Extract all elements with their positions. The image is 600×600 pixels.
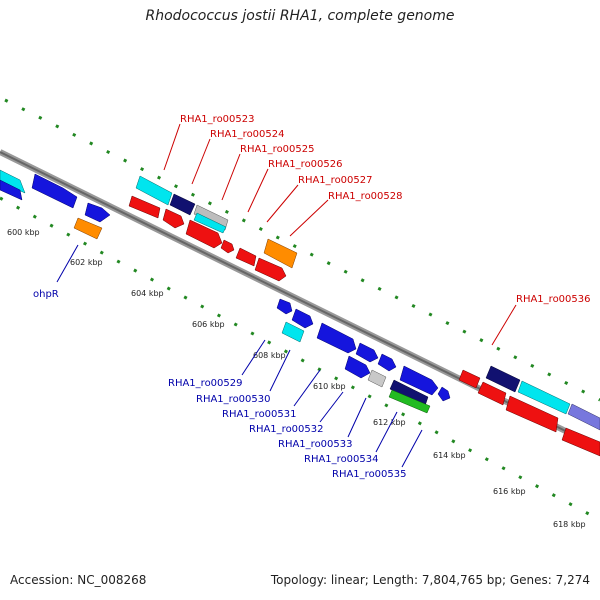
gene-block[interactable] — [135, 175, 173, 206]
gene-block[interactable] — [185, 219, 223, 249]
gene-block[interactable] — [355, 342, 379, 363]
genome-summary-text: Topology: linear; Length: 7,804,765 bp; … — [270, 573, 590, 587]
tick-label-614: 614 kbp — [433, 451, 466, 460]
tick-label-602: 602 kbp — [70, 258, 103, 267]
map-title: Rhodococcus jostii RHA1, complete genome — [145, 8, 455, 24]
gene-label-ro00524[interactable]: RHA1_ro00524 — [210, 129, 285, 140]
tick-label-610: 610 kbp — [313, 382, 346, 391]
gene-label-ro00525[interactable]: RHA1_ro00525 — [240, 144, 315, 155]
tick-label-606: 606 kbp — [192, 320, 225, 329]
tick-label-616: 616 kbp — [493, 487, 526, 496]
gene-block[interactable] — [567, 403, 600, 431]
gene-block[interactable] — [0, 169, 26, 194]
gene-label-ro00536[interactable]: RHA1_ro00536 — [516, 294, 591, 305]
gene-block[interactable] — [254, 257, 287, 282]
gene-block[interactable] — [281, 321, 305, 343]
tick-label-612: 612 kbp — [373, 418, 406, 427]
gene-block[interactable] — [84, 202, 111, 223]
gene-label-ro00528[interactable]: RHA1_ro00528 — [328, 191, 403, 202]
tick-label-604: 604 kbp — [131, 289, 164, 298]
gene-label-ohpR[interactable]: ohpR — [33, 289, 59, 300]
gene-label-ro00526[interactable]: RHA1_ro00526 — [268, 159, 343, 170]
gene-block[interactable] — [399, 365, 439, 396]
gene-block[interactable] — [344, 355, 371, 379]
gene-label-ro00530[interactable]: RHA1_ro00530 — [196, 394, 271, 405]
gene-block[interactable] — [193, 212, 227, 234]
gene-block[interactable] — [31, 173, 78, 209]
gene-block[interactable] — [377, 353, 397, 372]
gene-block[interactable] — [388, 389, 431, 414]
tick-label-618: 618 kbp — [553, 520, 586, 529]
lower-scale-dots — [0, 196, 600, 522]
top-gene-labels: RHA1_ro00523 RHA1_ro00524 RHA1_ro00525 R… — [163, 114, 591, 346]
gene-block[interactable] — [276, 298, 293, 315]
tick-label-600: 600 kbp — [7, 228, 40, 237]
gene-label-ro00523[interactable]: RHA1_ro00523 — [180, 114, 255, 125]
gene-block[interactable] — [437, 386, 451, 402]
gene-block[interactable] — [505, 395, 559, 433]
accession-text: Accession: NC_008268 — [10, 573, 147, 587]
gene-block[interactable] — [162, 208, 185, 229]
tick-label-608: 608 kbp — [253, 351, 286, 360]
gene-label-ro00529[interactable]: RHA1_ro00529 — [168, 378, 243, 389]
gene-block[interactable] — [0, 179, 23, 201]
bottom-gene-labels: ohpR RHA1_ro00529 RHA1_ro00530 RHA1_ro00… — [33, 244, 423, 480]
gene-block[interactable] — [128, 195, 161, 219]
gene-block[interactable] — [220, 239, 235, 254]
gene-label-ro00534[interactable]: RHA1_ro00534 — [304, 454, 379, 465]
gene-block[interactable] — [235, 247, 257, 267]
gene-label-ro00531[interactable]: RHA1_ro00531 — [222, 409, 297, 420]
gene-block[interactable] — [517, 380, 571, 415]
gene-label-ro00527[interactable]: RHA1_ro00527 — [298, 175, 373, 186]
gene-block[interactable] — [316, 322, 357, 354]
gene-block[interactable] — [367, 369, 387, 388]
gene-block[interactable] — [561, 427, 600, 457]
gene-block[interactable] — [458, 369, 481, 389]
gene-block[interactable] — [477, 381, 507, 406]
gene-block[interactable] — [169, 193, 196, 216]
gene-label-ro00532[interactable]: RHA1_ro00532 — [249, 424, 324, 435]
gene-block[interactable] — [263, 238, 298, 269]
gene-label-ro00533[interactable]: RHA1_ro00533 — [278, 439, 353, 450]
gene-block[interactable] — [73, 217, 103, 240]
gene-block[interactable] — [291, 308, 314, 329]
gene-block[interactable] — [485, 365, 521, 393]
gene-label-ro00535[interactable]: RHA1_ro00535 — [332, 469, 407, 480]
